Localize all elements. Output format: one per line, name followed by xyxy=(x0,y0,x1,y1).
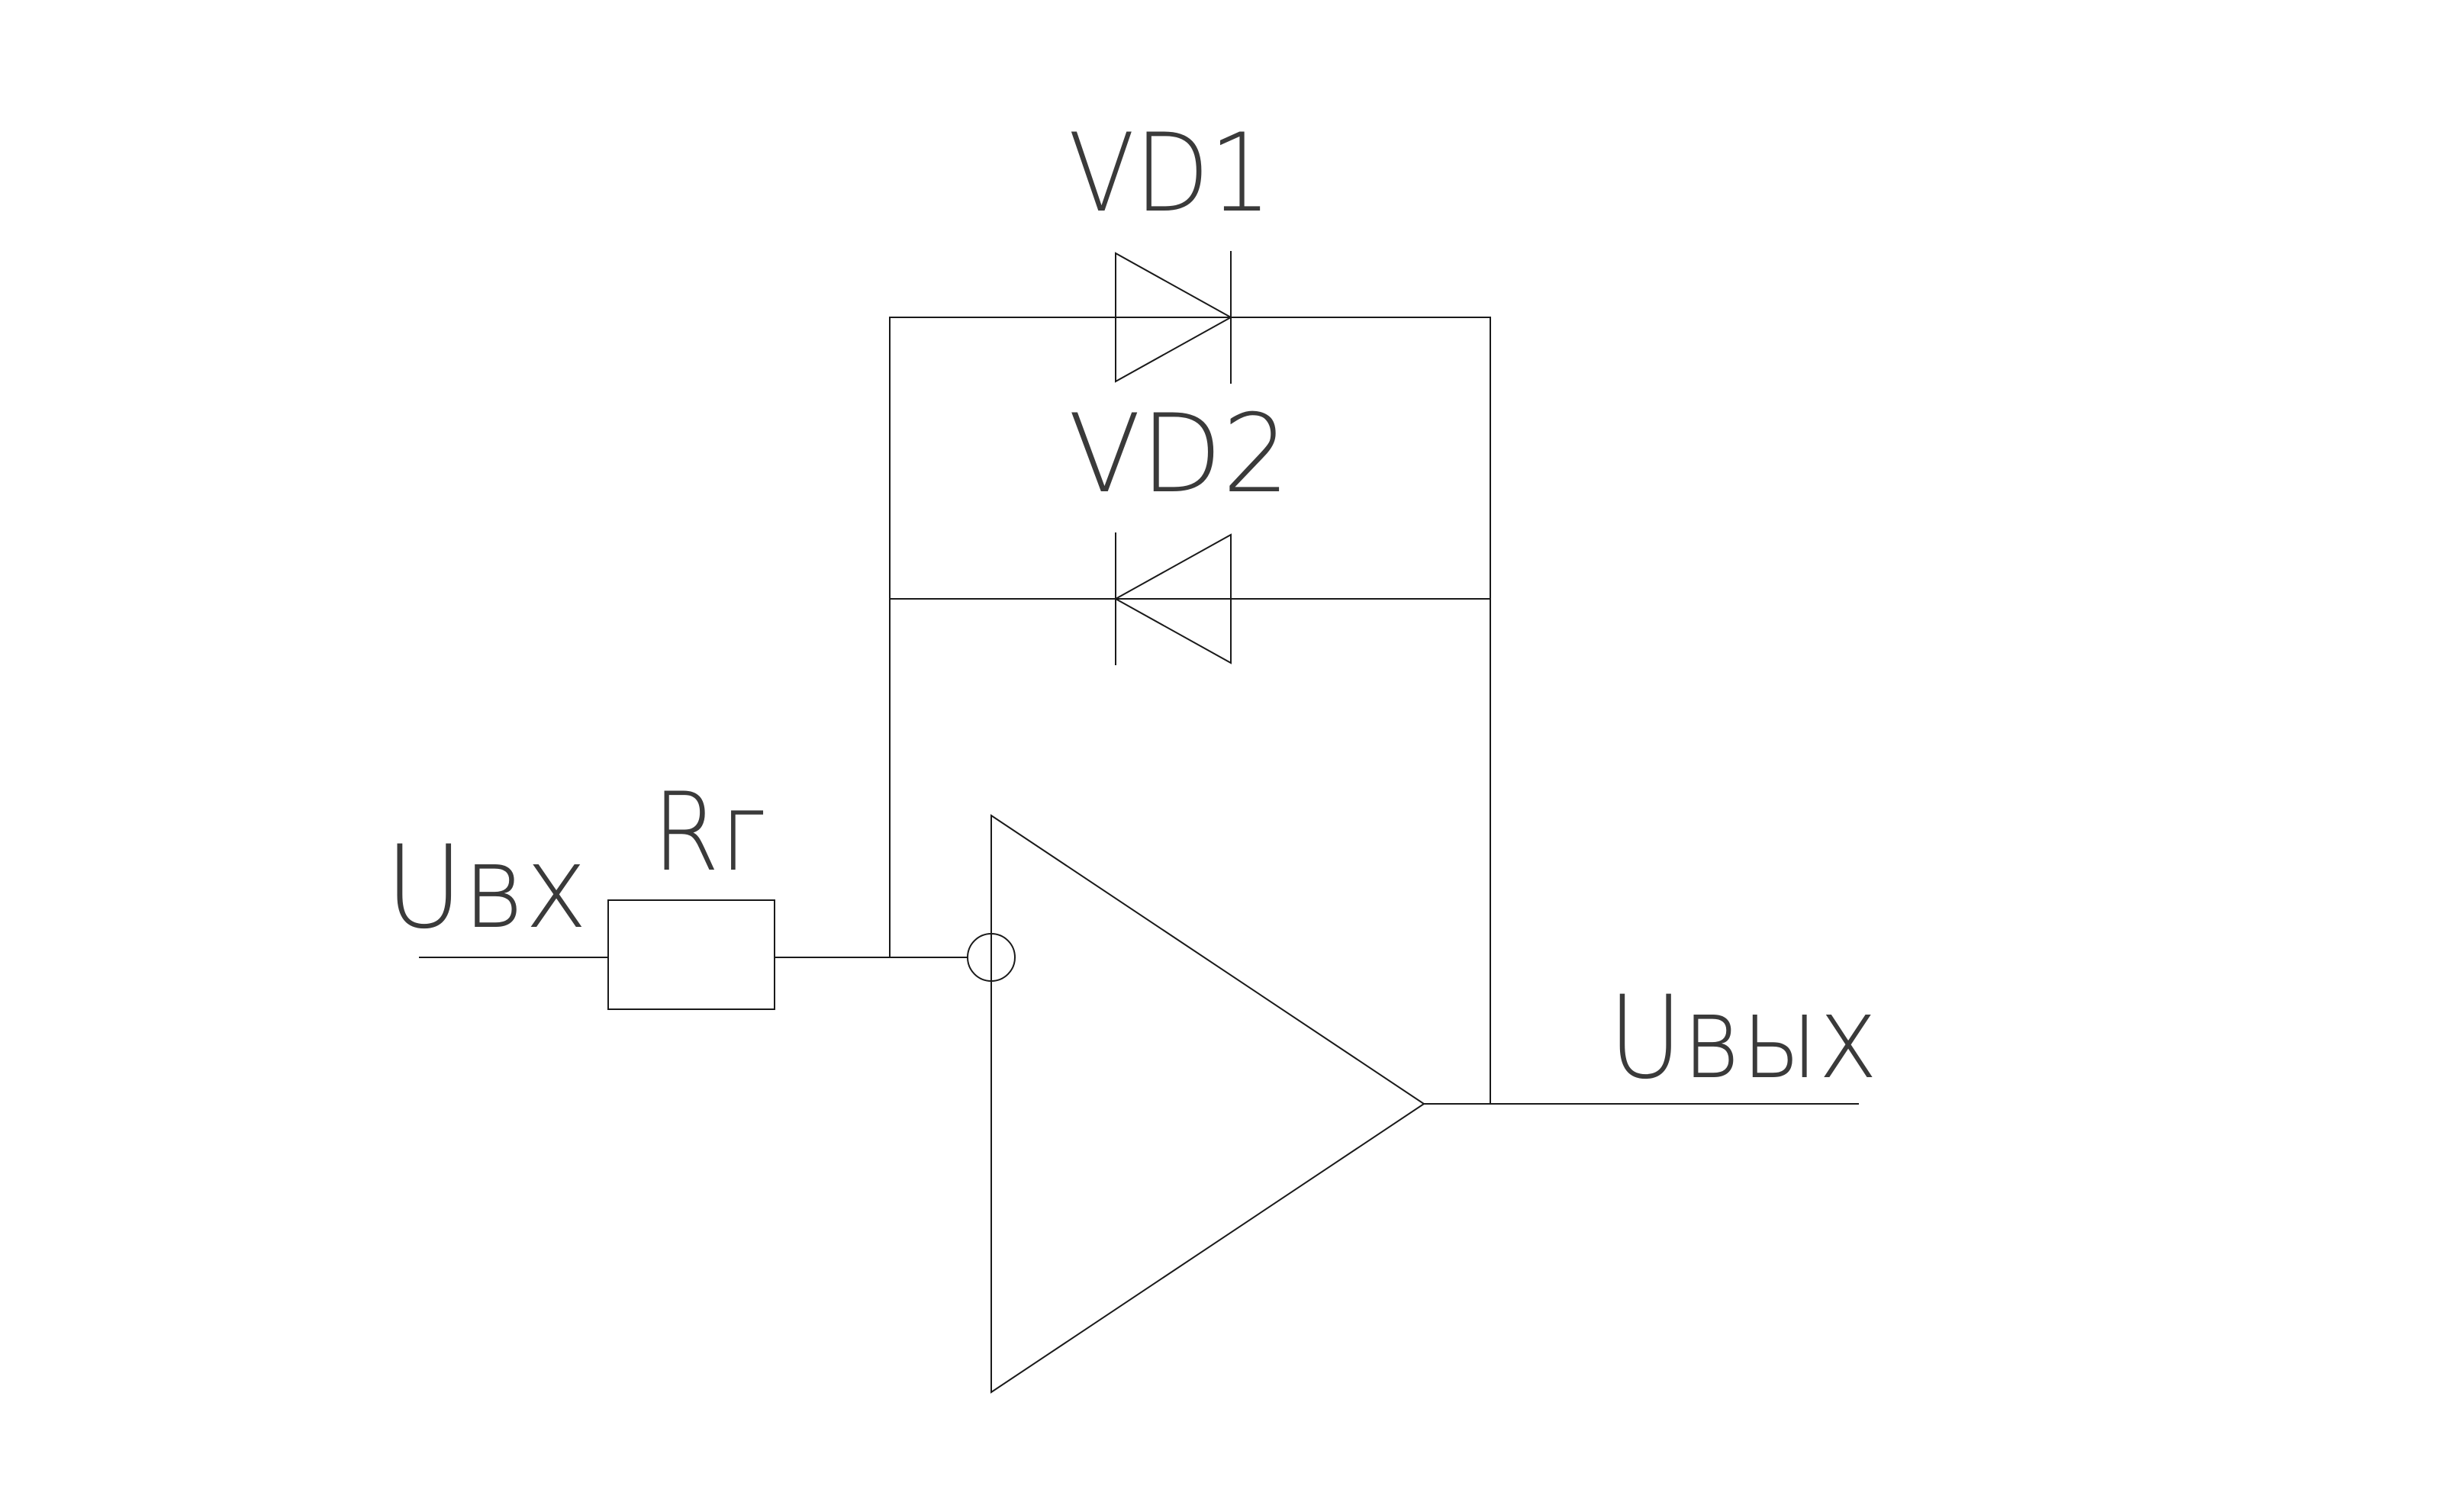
diode-vd2 xyxy=(1113,532,1232,665)
label-u-out: Uвых xyxy=(1609,972,1878,1105)
label-u-in: Uвх xyxy=(385,822,588,954)
label-vd1: VD1 xyxy=(1068,111,1271,236)
resistor-rg xyxy=(607,899,775,1010)
diode-vd2-triangle xyxy=(1113,533,1232,664)
label-rg: Rг xyxy=(652,770,767,896)
diode-vd1-triangle xyxy=(1115,252,1233,383)
op-amp-triangle xyxy=(990,814,1425,1394)
diode-vd1 xyxy=(1115,251,1233,384)
label-vd2: VD2 xyxy=(1068,391,1290,517)
